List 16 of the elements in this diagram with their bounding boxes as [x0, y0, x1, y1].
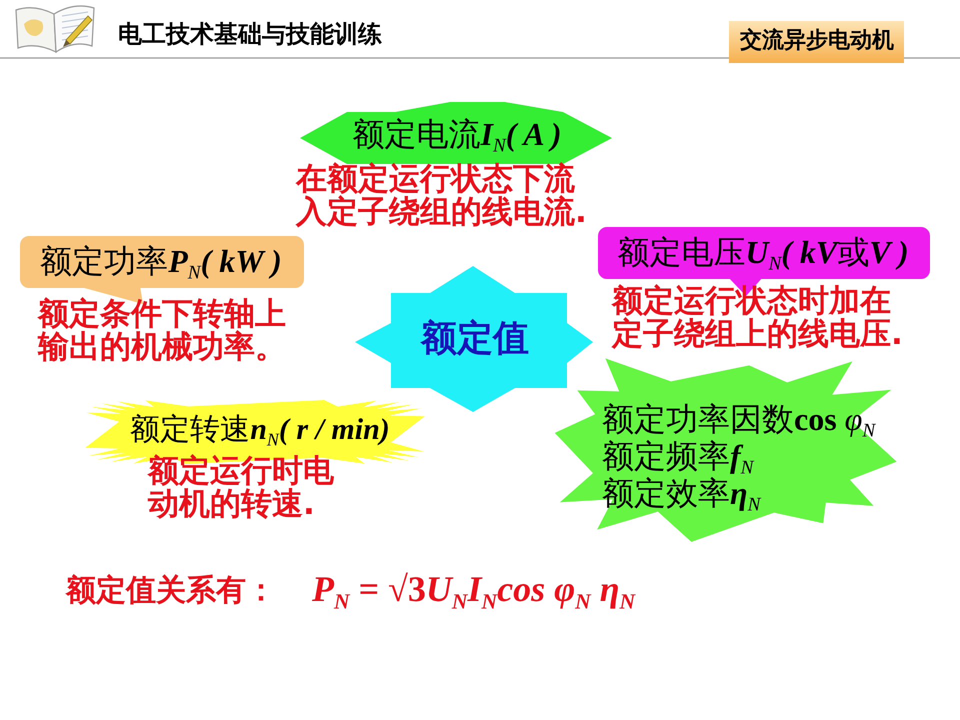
node-heading: 额定电流I$_{N}$( A ) — [352, 115, 562, 154]
node-heading: 额定电压U$_{N}$( kV或V ) — [617, 233, 909, 272]
node-heading: 额定功率P$_{N}$( kW ) — [40, 242, 282, 280]
formula-text: P$_{N}$ = √3U$_{N}$I$_{N}$cos φ$_{N}$ η$_{N}$ — [312, 568, 636, 612]
page-title: 电工技术基础与技能训练 — [118, 20, 382, 49]
tag-label: 交流异步电动机 — [740, 28, 894, 54]
description-text: 额定运行时电动机的转速. — [148, 455, 335, 522]
node-text: 额定效率η$_{N}$ — [602, 474, 760, 512]
node-heading: 额定值 — [421, 317, 529, 360]
node-text: 额定频率f$_{N}$ — [602, 437, 754, 476]
description-text: 在额定运行状态下流入定子绕组的线电流. — [296, 163, 588, 230]
description-text: 额定条件下转轴上输出的机械功率。 — [38, 298, 287, 365]
formula-label: 额定值关系有： — [66, 573, 276, 609]
description-text: 额定运行状态时加在定子绕组上的线电压. — [612, 285, 904, 352]
header-tag — [729, 21, 904, 63]
node-heading: 额定转速n$_{N}$( r / min) — [130, 412, 390, 448]
